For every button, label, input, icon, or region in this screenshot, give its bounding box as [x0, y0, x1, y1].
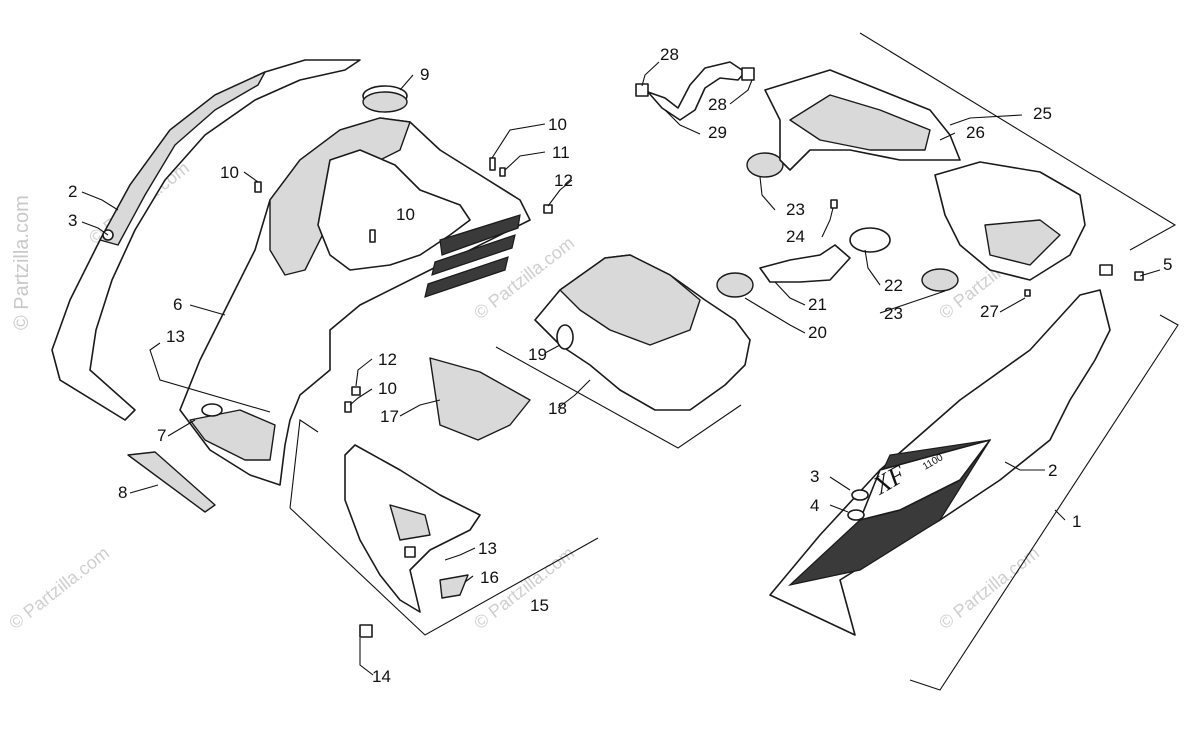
callout-12-a: 12 — [554, 171, 573, 190]
callout-6: 6 — [173, 295, 182, 314]
callout-14: 14 — [372, 667, 391, 686]
watermark-4: © Partzilla.com — [5, 543, 113, 633]
hardware — [254, 157, 1144, 638]
callout-8: 8 — [118, 483, 127, 502]
callout-27: 27 — [980, 302, 999, 321]
callout-25: 25 — [1033, 104, 1052, 123]
callout-23-b: 23 — [884, 304, 903, 323]
callout-10-b: 10 — [548, 115, 567, 134]
callout-9: 9 — [420, 65, 429, 84]
callout-1: 1 — [1072, 512, 1081, 531]
upper-intake — [764, 69, 1086, 281]
callout-10-c: 10 — [396, 205, 415, 224]
hood — [179, 85, 531, 486]
brackets — [289, 32, 1179, 691]
callout-3-left: 3 — [68, 211, 77, 230]
callout-12-b: 12 — [378, 350, 397, 369]
callout-2-left: 2 — [68, 182, 77, 201]
callout-21: 21 — [808, 295, 827, 314]
callout-26: 26 — [966, 123, 985, 142]
callout-4: 4 — [810, 496, 819, 515]
watermarks: © Partzilla.com © Partzilla.com © Partzi… — [5, 158, 1043, 633]
callout-3-right: 3 — [810, 467, 819, 486]
callout-18: 18 — [548, 399, 567, 418]
leader-lines — [81, 61, 1161, 676]
deflector-shield — [429, 357, 531, 441]
windshield-trim — [51, 59, 361, 421]
callout-16: 16 — [480, 568, 499, 587]
lower-panel — [344, 444, 481, 613]
callout-20: 20 — [808, 323, 827, 342]
callout-28-b: 28 — [708, 95, 727, 114]
callout-2-right: 2 — [1048, 461, 1057, 480]
callout-7: 7 — [157, 426, 166, 445]
callout-10-d: 10 — [378, 379, 397, 398]
callout-13-a: 13 — [166, 327, 185, 346]
callout-22: 22 — [884, 276, 903, 295]
callout-28-a: 28 — [660, 45, 679, 64]
callout-labels: 1 2 2 3 3 4 5 6 7 8 9 10 10 10 10 11 12 … — [68, 45, 1172, 686]
air-box — [534, 254, 751, 411]
callout-19: 19 — [528, 345, 547, 364]
watermark-left: © Partzilla.com — [11, 195, 33, 330]
coolant-hose — [635, 61, 755, 121]
callout-23-a: 23 — [786, 200, 805, 219]
callout-5: 5 — [1163, 255, 1172, 274]
callout-17: 17 — [380, 407, 399, 426]
callout-24: 24 — [786, 227, 805, 246]
callout-11: 11 — [552, 143, 570, 162]
callout-10-a: 10 — [220, 163, 239, 182]
callout-29: 29 — [708, 123, 727, 142]
callout-15: 15 — [530, 596, 549, 615]
grille-screen — [127, 451, 216, 513]
intake-duct — [716, 152, 959, 298]
callout-13-b: 13 — [478, 539, 497, 558]
side-panel: XF 1100 — [769, 289, 1111, 636]
